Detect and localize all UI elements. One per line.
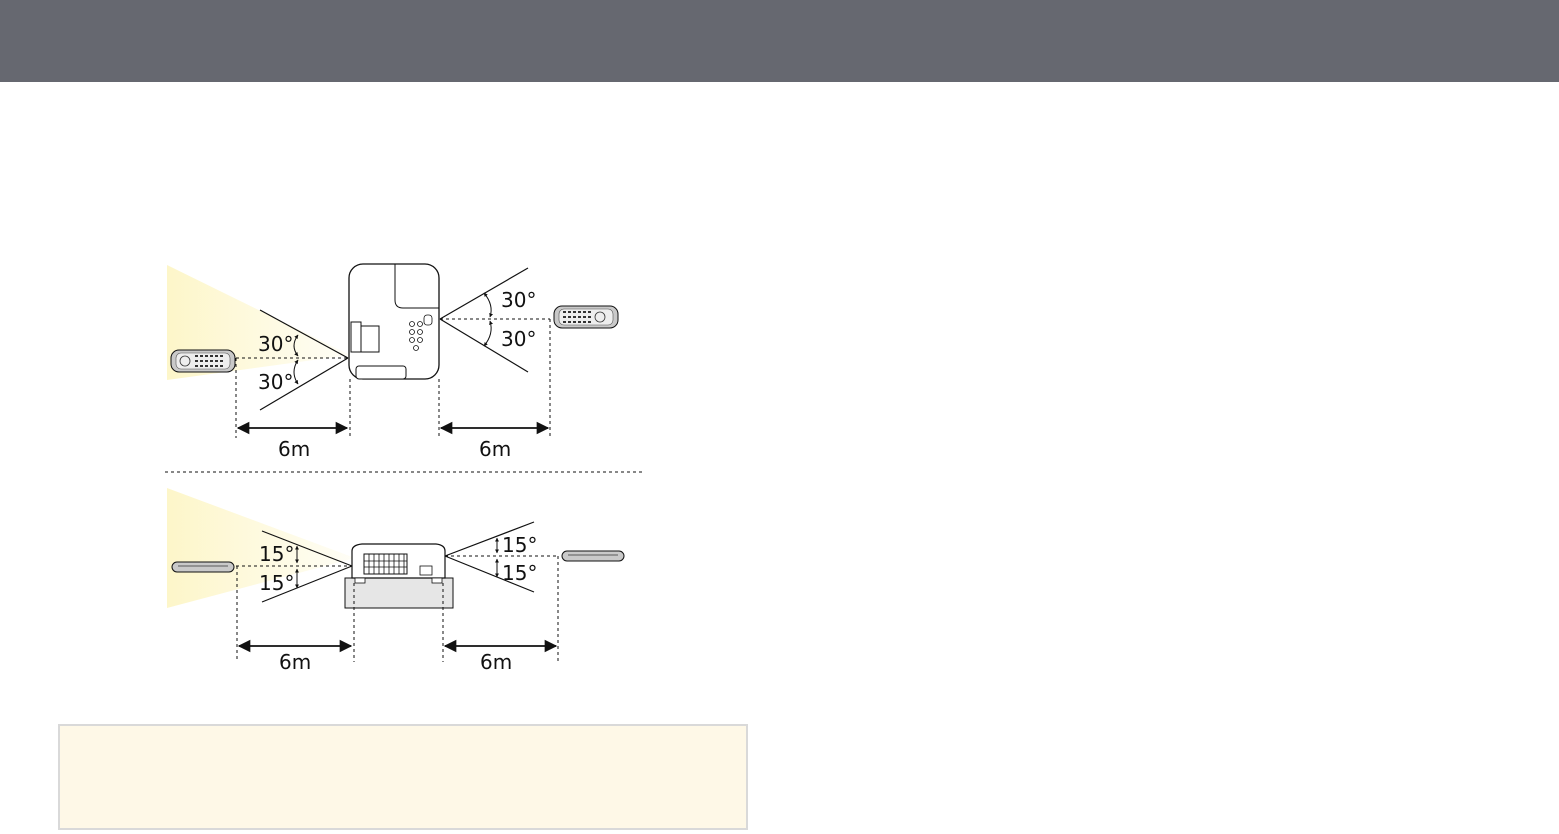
projector-side-icon: [352, 544, 445, 583]
distance-label: 6m: [479, 437, 511, 461]
angle-label: 15°: [259, 571, 294, 595]
remote-range-diagram: 30° 30° 30° 30° 6m 6m: [150, 250, 660, 680]
header-bar: [0, 0, 1559, 82]
distance-label: 6m: [278, 437, 310, 461]
distance-label: 6m: [480, 650, 512, 674]
angle-label: 30°: [501, 288, 536, 312]
angle-label: 30°: [258, 332, 293, 356]
top-view: 30° 30° 30° 30° 6m 6m: [167, 264, 618, 461]
side-view: 15° 15° 15° 15° 6m 6m: [167, 488, 624, 674]
remote-control-icon: [554, 306, 618, 328]
angle-label: 15°: [502, 561, 537, 585]
remote-control-icon: [172, 562, 234, 572]
remote-control-icon: [562, 551, 624, 561]
angle-label: 30°: [258, 370, 293, 394]
remote-control-icon: [171, 350, 235, 372]
projector-top-icon: [349, 264, 439, 379]
angle-label: 30°: [501, 327, 536, 351]
note-box: [58, 724, 748, 830]
distance-label: 6m: [279, 650, 311, 674]
angle-label: 15°: [502, 533, 537, 557]
angle-label: 15°: [259, 542, 294, 566]
